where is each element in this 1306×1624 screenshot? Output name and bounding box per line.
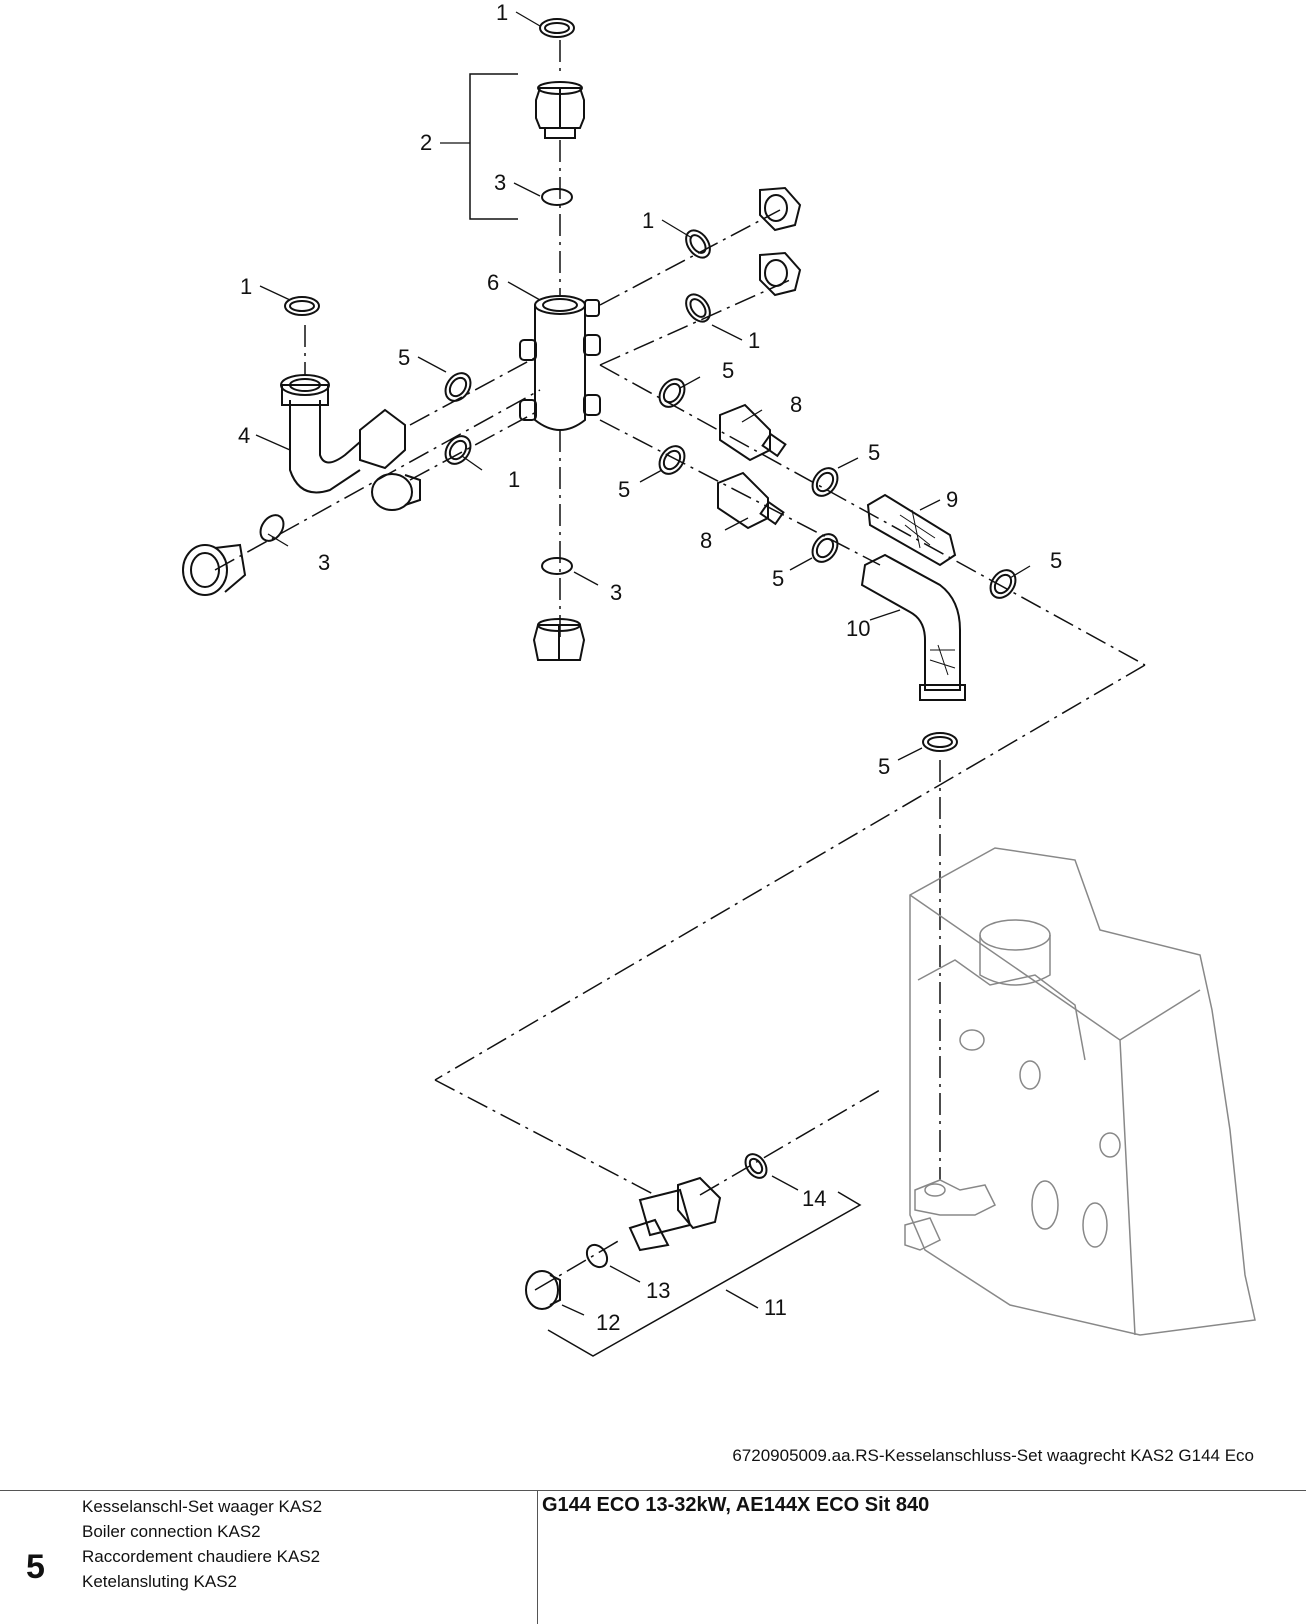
callout-13: 13 bbox=[646, 1278, 670, 1303]
callout-6: 6 bbox=[487, 270, 499, 295]
callout-12: 12 bbox=[596, 1310, 620, 1335]
callout-9: 9 bbox=[946, 487, 958, 512]
part-2-union bbox=[535, 81, 585, 139]
callout-11: 11 bbox=[764, 1295, 787, 1320]
union-nut-left bbox=[182, 543, 247, 596]
part-12-plug bbox=[525, 1270, 561, 1310]
description-de: Kesselanschl-Set waager KAS2 bbox=[82, 1497, 323, 1516]
callout-1-left: 1 bbox=[240, 274, 252, 299]
callout-10: 10 bbox=[846, 616, 870, 641]
callout-1-left-lower: 1 bbox=[508, 467, 520, 492]
callout-4: 4 bbox=[238, 423, 250, 448]
callout-3-top: 3 bbox=[494, 170, 506, 195]
footer-rule bbox=[0, 1490, 1306, 1491]
callout-8-upper: 8 bbox=[790, 392, 802, 417]
callout-8-lower: 8 bbox=[700, 528, 712, 553]
nut-top-right-1 bbox=[759, 186, 802, 232]
description-fr: Raccordement chaudiere KAS2 bbox=[82, 1547, 321, 1566]
part-8-valve-lower bbox=[717, 471, 785, 530]
callout-14: 14 bbox=[802, 1186, 826, 1211]
callout-1-top: 1 bbox=[496, 0, 508, 25]
part-11-tee-assembly bbox=[628, 1176, 722, 1252]
union-nut-bottom bbox=[532, 618, 586, 661]
callout-5-left-upper: 5 bbox=[398, 345, 410, 370]
plug-cap bbox=[371, 473, 421, 511]
callout-5-bottom: 5 bbox=[878, 754, 890, 779]
seal-rings bbox=[259, 18, 1017, 1269]
callout-5-center-lower: 5 bbox=[618, 477, 630, 502]
center-lines bbox=[214, 40, 1146, 1291]
callout-5-far-right: 5 bbox=[1050, 548, 1062, 573]
part-8-valve-upper bbox=[719, 403, 787, 462]
callout-3-left: 3 bbox=[318, 550, 330, 575]
footer-divider bbox=[537, 1490, 538, 1624]
part-4-elbow bbox=[280, 374, 406, 494]
part-6-distributor bbox=[519, 295, 601, 431]
drawing-caption: 6720905009.aa.RS-Kesselanschluss-Set waa… bbox=[732, 1446, 1254, 1465]
bracket-11 bbox=[547, 1191, 862, 1357]
callout-3-bottom: 3 bbox=[610, 580, 622, 605]
callout-1-right: 1 bbox=[748, 328, 760, 353]
callout-labels: 1 2 3 1 1 6 1 5 5 8 4 1 5 5 9 3 8 5 3 5 … bbox=[238, 0, 1062, 1335]
description-nl: Ketelansluting KAS2 bbox=[82, 1572, 237, 1591]
callout-5-mid: 5 bbox=[868, 440, 880, 465]
callout-5-right-upper: 5 bbox=[722, 358, 734, 383]
exploded-parts-diagram: 1 2 3 1 1 6 1 5 5 8 4 1 5 5 9 3 8 5 3 5 … bbox=[182, 0, 1256, 1357]
callout-5-lower: 5 bbox=[772, 566, 784, 591]
boiler-body bbox=[904, 847, 1256, 1336]
part-descriptions: Kesselanschl-Set waager KAS2 Boiler conn… bbox=[82, 1494, 322, 1594]
nut-top-right-2 bbox=[759, 251, 802, 297]
section-number: 5 bbox=[26, 1548, 45, 1586]
callout-2: 2 bbox=[420, 130, 432, 155]
part-9-strainer bbox=[866, 493, 957, 567]
bracket-2 bbox=[469, 73, 518, 220]
part-10-bent-pipe bbox=[860, 553, 966, 701]
model-title: G144 ECO 13-32kW, AE144X ECO Sit 840 bbox=[542, 1494, 930, 1516]
callout-1-upper-right: 1 bbox=[642, 208, 654, 233]
description-en: Boiler connection KAS2 bbox=[82, 1522, 261, 1541]
